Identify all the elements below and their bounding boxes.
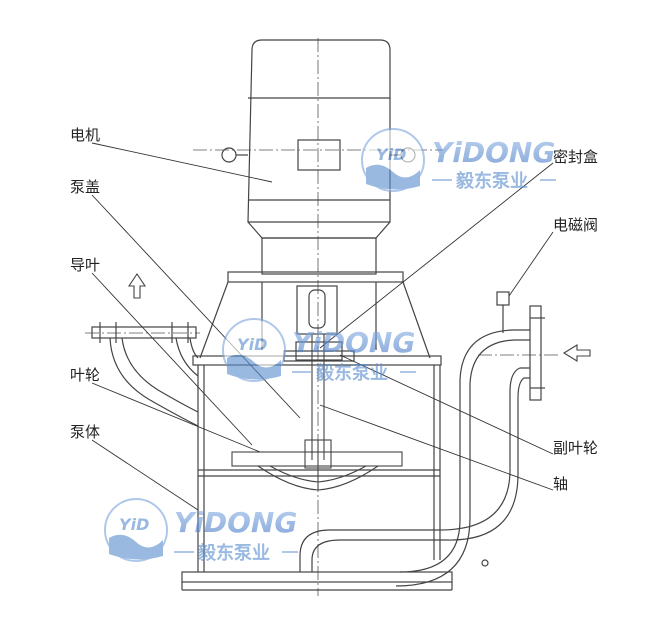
watermark-brand: YiDONG [174,506,297,539]
impeller [231,439,403,491]
inlet-pipe [299,291,545,587]
watermark-monogram: YiD [119,515,149,534]
watermark-monogram: YiD [376,145,406,164]
label-shaft: 轴 [553,475,568,493]
watermark-subtitle: 毅东泵业 [455,170,528,192]
label-auxiliary-impeller: 副叶轮 [553,439,598,457]
watermark-subtitle: 毅东泵业 [197,542,270,564]
pump-body [181,365,453,591]
arrow-left-outline-icon [562,344,591,362]
watermark-logo-bottom: YiD YiDONG 毅东泵业 [104,498,298,564]
label-pump-cover: 泵盖 [70,178,100,196]
label-impeller: 叶轮 [70,366,100,384]
watermark-monogram: YiD [237,335,267,354]
watermark-subtitle: 毅东泵业 [315,362,388,384]
arrow-up-outline-icon [127,273,147,299]
leader-lines [91,142,554,511]
watermark-logo-top: YiD YiDONG 毅东泵业 [361,128,556,192]
label-guide-vane: 导叶 [70,256,100,274]
outlet-pipe [91,322,199,427]
label-pump-body: 泵体 [70,423,100,441]
label-solenoid-valve: 电磁阀 [553,216,598,234]
label-seal-box: 密封盒 [553,148,598,166]
label-motor: 电机 [70,126,100,144]
watermark-logo-middle: YiD YiDONG 毅东泵业 [222,318,416,384]
watermark-brand: YiDONG [292,326,415,359]
watermark-brand: YiDONG [432,136,555,169]
shaft [311,334,325,460]
